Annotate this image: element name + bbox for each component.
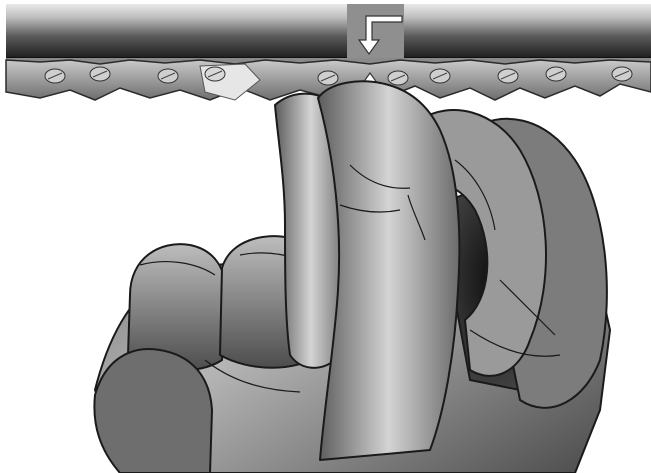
thumb-base bbox=[94, 349, 212, 473]
guide-bar bbox=[6, 4, 651, 58]
middle-finger bbox=[318, 81, 459, 460]
hand bbox=[94, 81, 610, 473]
